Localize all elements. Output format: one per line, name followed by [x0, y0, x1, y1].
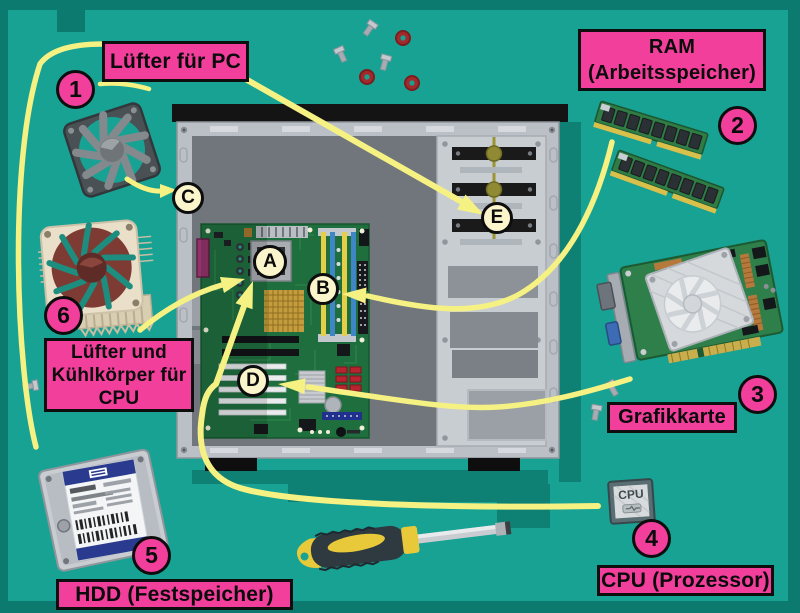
- cpu-chip: CPU: [607, 478, 656, 525]
- washer: [395, 30, 411, 46]
- arrows: [15, 41, 633, 510]
- label-ram-line2: (Arbeitsspeicher): [588, 62, 756, 84]
- number-1-case-fan: 1: [56, 70, 95, 109]
- arrow-hdd-to-e-diagonal: [232, 70, 465, 205]
- label-ram: RAM (Arbeitsspeicher): [578, 29, 766, 91]
- arrowhead-e: [457, 194, 484, 215]
- marker-b: B: [307, 273, 339, 305]
- heatsink-mount-pins: [264, 290, 304, 332]
- arrow-fan-to-c: [124, 176, 164, 194]
- washer: [404, 75, 420, 91]
- case-screws: [180, 126, 556, 454]
- label-gpu: Grafikkarte: [607, 402, 737, 433]
- cmos-battery: [324, 396, 342, 414]
- power-connectors: [357, 229, 369, 334]
- screw: [590, 403, 603, 421]
- arrowhead-a: [235, 281, 253, 310]
- screwdriver: [296, 521, 512, 572]
- gpu-heatsink: [644, 247, 754, 352]
- vga-port: [604, 321, 622, 346]
- case-feet: [205, 458, 520, 471]
- screw: [379, 53, 393, 71]
- dvi-port: [596, 281, 616, 311]
- marker-d: D: [237, 365, 269, 397]
- number-5-hdd: 5: [132, 536, 171, 575]
- case-vents: [210, 126, 526, 453]
- ram-stick: [593, 100, 709, 160]
- case-shadow: [192, 122, 581, 528]
- cooler-fan-blades: [46, 222, 136, 312]
- graphics-card: [596, 239, 784, 364]
- marker-e: E: [481, 202, 513, 234]
- label-cpu-text: CPU (Prozessor): [601, 568, 770, 592]
- hdd-label: [61, 458, 150, 562]
- label-cooler: Lüfter und Kühlkörper für CPU: [44, 338, 194, 412]
- label-hdd-text: HDD (Festspeicher): [75, 582, 274, 606]
- rear-port: [196, 238, 210, 278]
- label-cpu: CPU (Prozessor): [597, 565, 774, 596]
- label-cooler-line2: Kühlkörper für: [51, 364, 187, 386]
- gpu-bracket: [606, 271, 637, 364]
- marker-c: C: [172, 182, 204, 214]
- marker-a: A: [253, 245, 287, 279]
- ram-sticks: [593, 100, 725, 214]
- arrowhead-socket: [220, 277, 245, 293]
- arrow-gpu-to-d: [305, 376, 633, 411]
- screw: [332, 44, 348, 63]
- sata-ports: [335, 366, 362, 392]
- empty-bays: [448, 266, 547, 441]
- number-4-cpu: 4: [632, 519, 671, 558]
- buzzer: [336, 427, 360, 437]
- corner-deco-square: [57, 3, 85, 32]
- pcie-slots: [222, 336, 299, 356]
- hdd-spindle: [57, 519, 71, 533]
- mobo-screw-holes: [203, 227, 365, 434]
- number-3-gpu: 3: [738, 375, 777, 414]
- case-top-bar: [172, 104, 568, 122]
- arrow-hdd-to-e-curve: [15, 41, 106, 450]
- number-2-ram: 2: [718, 106, 757, 145]
- arrowhead-b: [342, 287, 367, 304]
- case-fan: [63, 102, 161, 198]
- gpu-edge-connector: [667, 336, 762, 364]
- hdd-drive: [38, 448, 169, 572]
- arrow-cooler-to-a: [137, 282, 225, 333]
- washer: [359, 69, 375, 85]
- arrowhead-d: [278, 378, 306, 394]
- cpu-chip-label: CPU: [618, 487, 644, 503]
- arrow-label-sliver: [97, 81, 152, 92]
- mobo-chips: [254, 344, 350, 434]
- label-fan-pc: Lüfter für PC: [102, 41, 249, 82]
- number-6-cooler: 6: [44, 296, 83, 335]
- screw: [362, 18, 379, 37]
- ram-stick: [609, 149, 725, 214]
- arrow-cpu-to-a: [197, 303, 601, 510]
- io-shield: [256, 226, 308, 238]
- front-panel-header: [322, 412, 362, 420]
- label-gpu-text: Grafikkarte: [618, 406, 726, 428]
- pcb-traces: [214, 234, 357, 421]
- cpu-cooler: [38, 219, 154, 338]
- label-ram-line1: RAM: [648, 36, 696, 58]
- label-cooler-line1: Lüfter und: [71, 341, 167, 363]
- arrow-ram-to-b: [365, 139, 615, 312]
- arrowhead-c: [160, 184, 177, 198]
- label-hdd: HDD (Festspeicher): [56, 579, 293, 610]
- label-cooler-line3: CPU: [98, 387, 140, 409]
- hdd-barcode: [75, 511, 138, 545]
- label-fan-pc-text: Lüfter für PC: [110, 49, 241, 73]
- gpu-copper-coils: [653, 253, 764, 332]
- fan-blades: [72, 111, 151, 190]
